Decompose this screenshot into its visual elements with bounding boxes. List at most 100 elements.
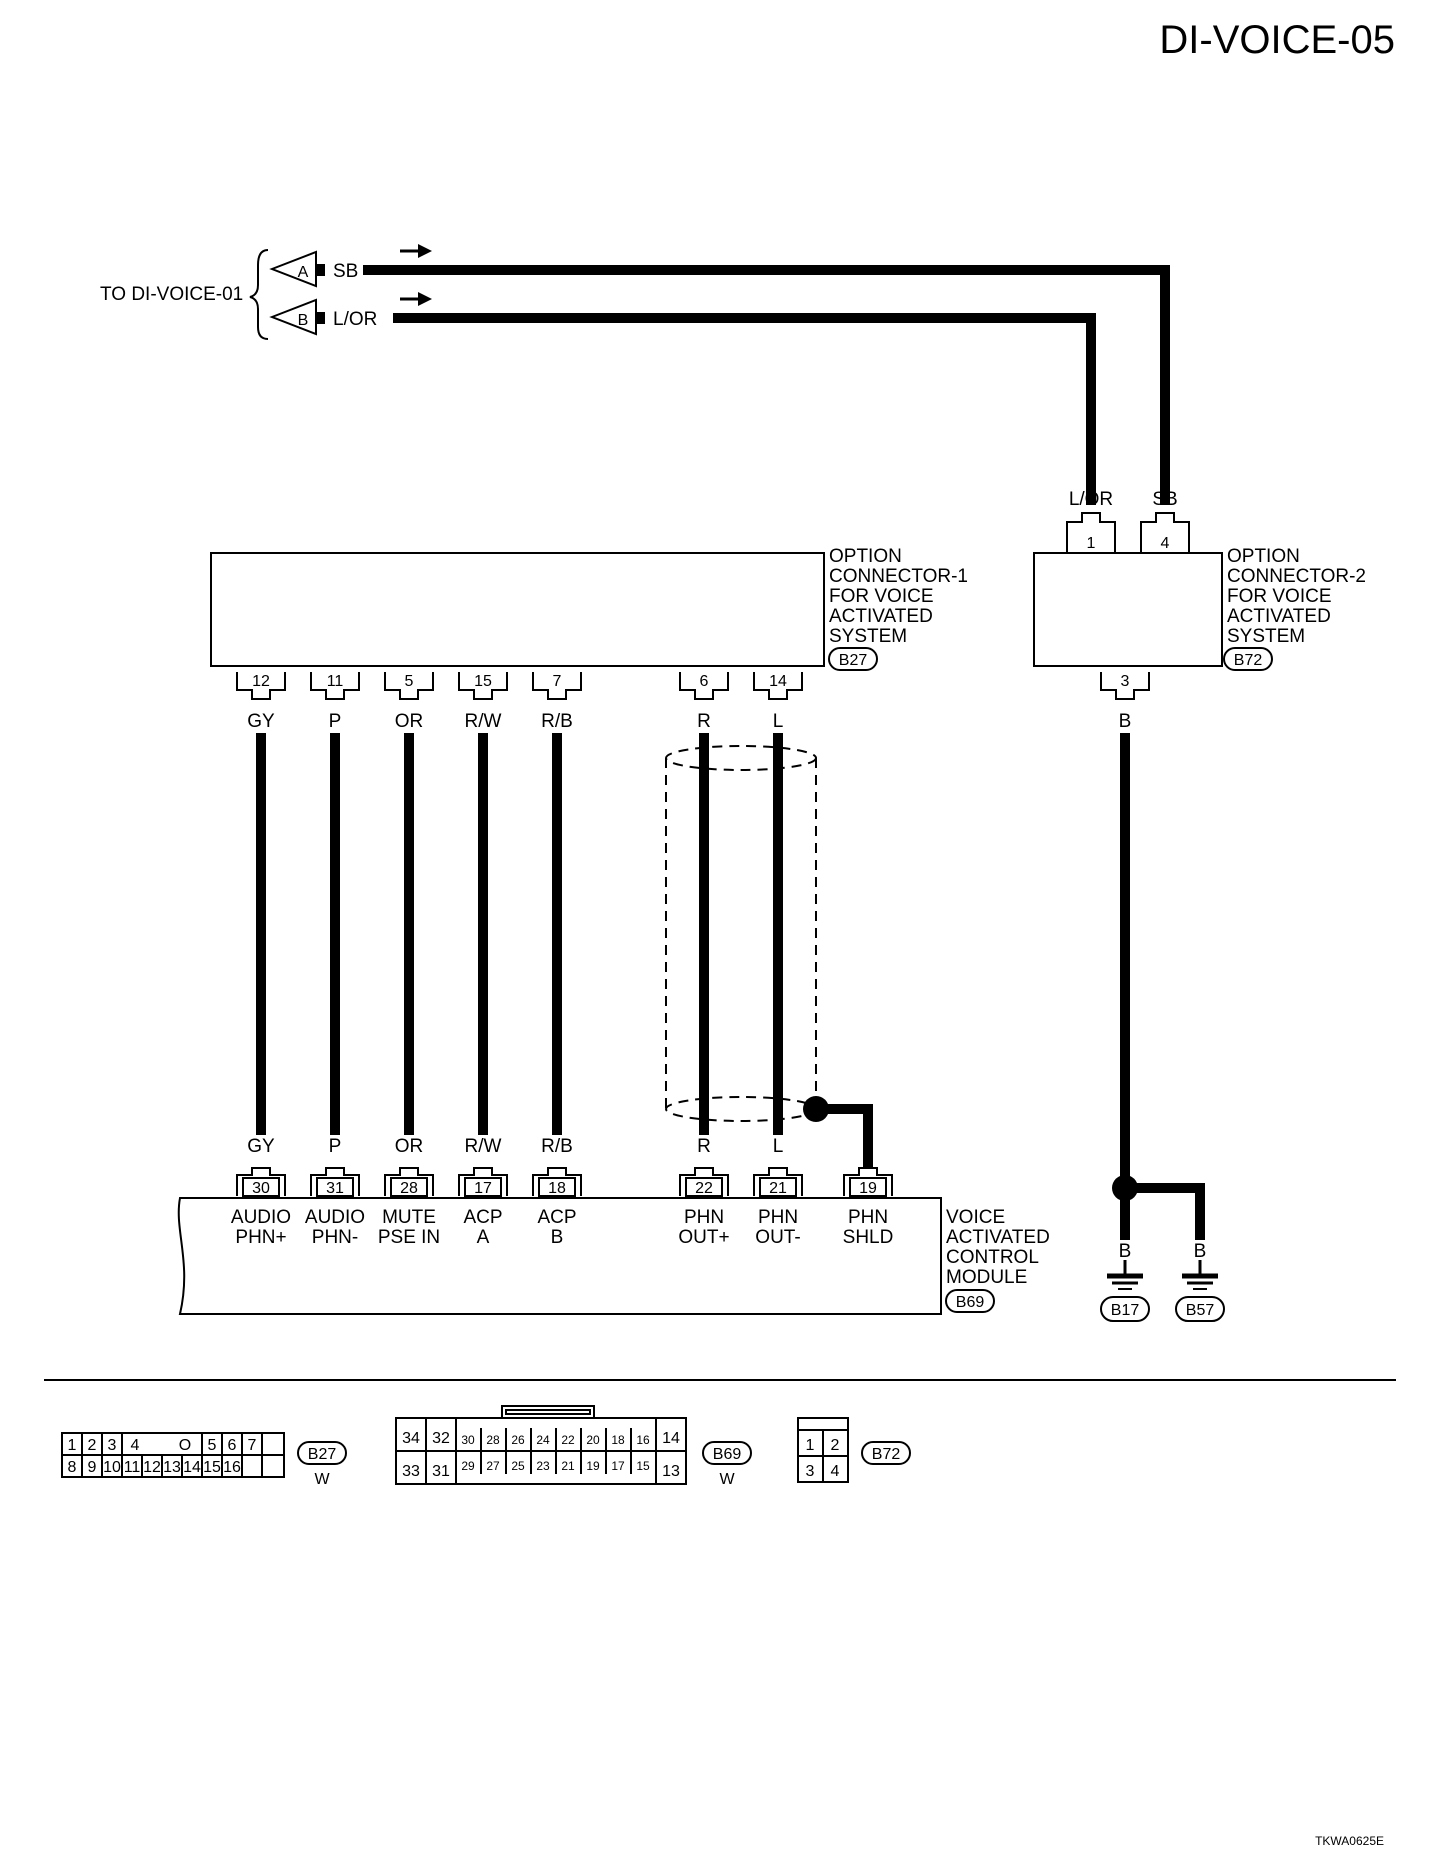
- svg-text:OPTION: OPTION: [1227, 546, 1300, 567]
- svg-text:34: 34: [402, 1430, 420, 1447]
- shield-icon: [665, 745, 817, 1122]
- off-page-connector-a: A SB: [269, 250, 358, 288]
- svg-text:O: O: [179, 1437, 191, 1454]
- wire-color-lor: L/OR: [333, 309, 377, 330]
- connector-badge-b69: [945, 1289, 995, 1313]
- off-page-connector-b: B L/OR: [269, 298, 377, 336]
- svg-text:15: 15: [636, 1459, 650, 1473]
- svg-text:B: B: [1119, 1241, 1132, 1262]
- connector-face-b72: 1 2 3 4 B72: [797, 1417, 911, 1483]
- connector-badge-b27: [828, 647, 878, 671]
- svg-text:VOICE: VOICE: [946, 1207, 1005, 1228]
- svg-text:GY: GY: [247, 1136, 275, 1157]
- module-pin-31: P 31: [310, 1136, 360, 1197]
- svg-text:B69: B69: [713, 1446, 742, 1463]
- svg-text:R/B: R/B: [541, 1136, 573, 1157]
- svg-text:OPTION: OPTION: [829, 546, 902, 567]
- module-pin-28: OR 28: [384, 1136, 434, 1197]
- wire-color-sb-label: SB: [1152, 489, 1177, 510]
- svg-text:CONTROL: CONTROL: [946, 1247, 1039, 1268]
- svg-text:W: W: [314, 1471, 330, 1488]
- svg-text:6: 6: [228, 1437, 237, 1454]
- svg-text:31: 31: [432, 1463, 450, 1480]
- svg-text:OR: OR: [395, 1136, 424, 1157]
- connector-b-letter: B: [298, 312, 309, 329]
- svg-text:B: B: [551, 1227, 564, 1248]
- svg-text:3: 3: [806, 1463, 815, 1480]
- svg-text:P: P: [329, 1136, 342, 1157]
- svg-text:PHN-: PHN-: [312, 1227, 358, 1248]
- wire-color-sb: SB: [333, 261, 358, 282]
- module-pin-21: L 21: [753, 1136, 803, 1197]
- svg-text:7: 7: [248, 1437, 257, 1454]
- svg-text:14: 14: [662, 1430, 680, 1447]
- module-pin-17: R/W 17: [458, 1136, 508, 1197]
- svg-text:3: 3: [1121, 673, 1130, 690]
- svg-text:9: 9: [88, 1459, 97, 1476]
- svg-text:5: 5: [405, 673, 414, 690]
- svg-text:12: 12: [252, 673, 270, 690]
- svg-text:AUDIO: AUDIO: [305, 1207, 365, 1228]
- ground-b17: B B17: [1100, 1241, 1150, 1322]
- svg-text:4: 4: [131, 1437, 140, 1454]
- b27-pin-12: 12 GY: [236, 672, 286, 732]
- wire-sb: [363, 265, 1170, 505]
- svg-text:R/W: R/W: [465, 1136, 502, 1157]
- connector-a-letter: A: [298, 264, 309, 281]
- svg-text:MUTE: MUTE: [382, 1207, 436, 1228]
- option-connector-2-pin-4: 4: [1140, 512, 1190, 553]
- ground-b57: B B57: [1175, 1241, 1225, 1322]
- svg-text:21: 21: [769, 1180, 787, 1197]
- wire-shield-drain: [816, 1104, 873, 1168]
- svg-text:28: 28: [486, 1433, 500, 1447]
- connector-id-b69: B69: [956, 1294, 985, 1311]
- svg-text:ACTIVATED: ACTIVATED: [1227, 606, 1331, 627]
- b27-pin-7: 7 R/B: [532, 672, 582, 732]
- svg-text:13: 13: [163, 1459, 181, 1476]
- svg-text:17: 17: [474, 1180, 492, 1197]
- svg-text:26: 26: [511, 1433, 525, 1447]
- svg-text:28: 28: [400, 1180, 418, 1197]
- svg-text:19: 19: [586, 1459, 600, 1473]
- svg-text:24: 24: [536, 1433, 550, 1447]
- svg-text:4: 4: [1161, 535, 1170, 552]
- svg-text:23: 23: [536, 1459, 550, 1473]
- svg-text:19: 19: [859, 1180, 877, 1197]
- svg-text:30: 30: [252, 1180, 270, 1197]
- page-title: DI-VOICE-05: [1159, 18, 1395, 62]
- svg-text:7: 7: [553, 673, 562, 690]
- direction-arrow-icon: [400, 244, 432, 258]
- svg-text:5: 5: [208, 1437, 217, 1454]
- svg-text:33: 33: [402, 1463, 420, 1480]
- svg-text:OR: OR: [395, 711, 424, 732]
- connector-id-b17: B17: [1111, 1302, 1140, 1319]
- b27-pin-6: 6 R: [679, 672, 729, 732]
- wire-color-b-label: B: [1119, 711, 1132, 732]
- svg-text:L: L: [773, 1136, 784, 1157]
- svg-text:16: 16: [223, 1459, 241, 1476]
- svg-text:21: 21: [561, 1459, 575, 1473]
- svg-text:B27: B27: [308, 1446, 337, 1463]
- svg-text:1: 1: [1087, 535, 1096, 552]
- svg-text:MODULE: MODULE: [946, 1267, 1027, 1288]
- svg-text:SYSTEM: SYSTEM: [1227, 626, 1305, 647]
- svg-text:R: R: [697, 1136, 711, 1157]
- connector-face-b69: 34 32 33 31 30 28 26 24 22 20 18 16 29 2…: [395, 1405, 752, 1488]
- voice-control-module-box: [177, 1197, 942, 1315]
- connector-id-b57: B57: [1186, 1302, 1215, 1319]
- connector-id-b72: B72: [1234, 652, 1263, 669]
- wire-lor: [393, 313, 1096, 505]
- module-pin-functions: AUDIO PHN+ AUDIO PHN- MUTE PSE IN ACP A …: [231, 1207, 893, 1248]
- svg-text:29: 29: [461, 1459, 475, 1473]
- svg-text:SYSTEM: SYSTEM: [829, 626, 907, 647]
- svg-text:ACP: ACP: [537, 1207, 576, 1228]
- svg-text:18: 18: [611, 1433, 625, 1447]
- svg-text:CONNECTOR-2: CONNECTOR-2: [1227, 566, 1366, 587]
- svg-text:16: 16: [636, 1433, 650, 1447]
- option-connector-2-pin-1: 1: [1066, 512, 1116, 553]
- svg-text:15: 15: [203, 1459, 221, 1476]
- connector-b-triangle-icon: [269, 298, 317, 336]
- figure-code: TKWA0625E: [1315, 1834, 1384, 1848]
- svg-text:10: 10: [103, 1459, 121, 1476]
